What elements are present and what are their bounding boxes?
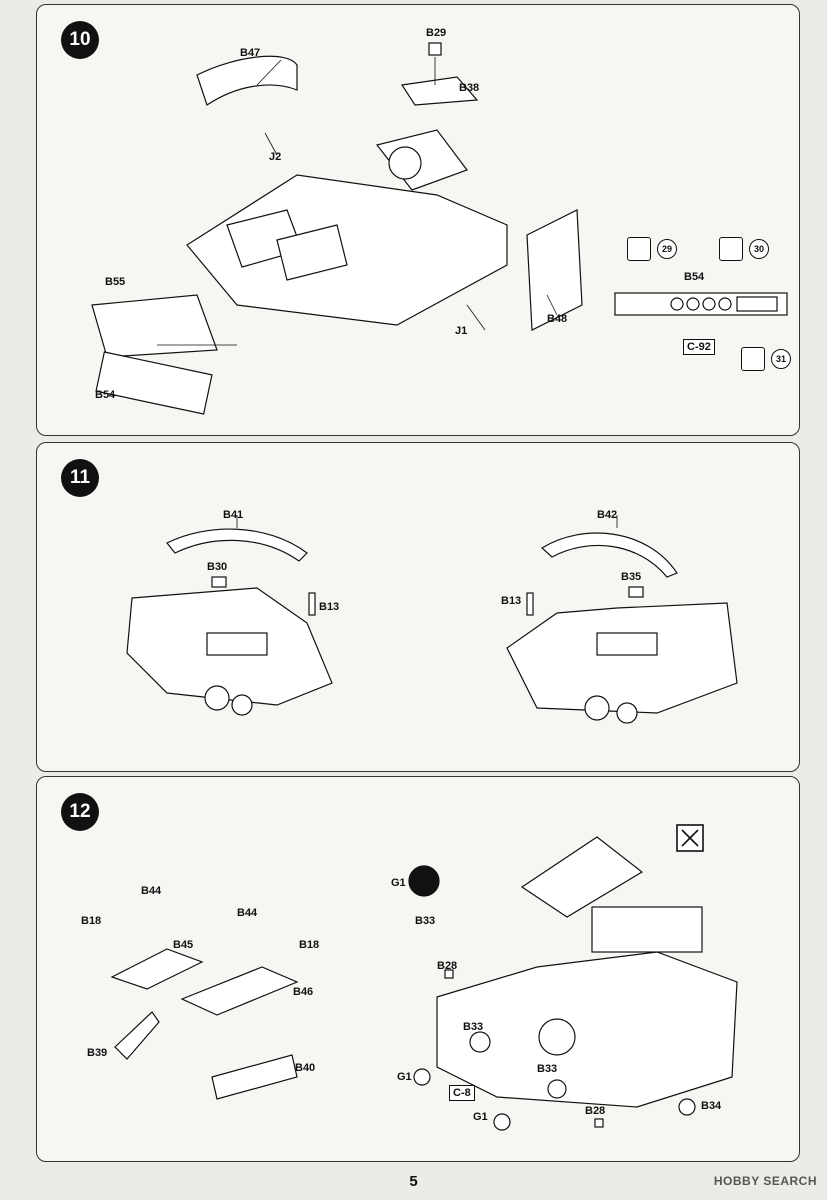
fender-b41 [166, 528, 308, 562]
label-b54: B54 [95, 389, 116, 401]
fender-b48 [526, 209, 583, 331]
part-g1-2 [493, 1113, 511, 1131]
label-b47: B47 [240, 47, 261, 59]
part-hood-panel [520, 836, 644, 918]
part-b38 [400, 76, 479, 106]
label-b18-mid: B18 [299, 939, 320, 951]
label-g1-top: G1 [391, 877, 406, 889]
part-b33-2 [547, 1079, 567, 1099]
paint-ref-29: 29 [657, 239, 677, 259]
part-b55 [91, 294, 218, 358]
label-b30: B30 [207, 561, 228, 573]
step-10-illustration [91, 42, 788, 415]
paint-ref-31: 31 [771, 349, 791, 369]
fender-b47 [196, 55, 298, 106]
label-b44-mid: B44 [237, 907, 258, 919]
step-11-panel: 11 B41 B30 B13 B42 B35 B13 [36, 442, 800, 772]
part-b54 [95, 351, 213, 415]
ref-box-c8: C-8 [449, 1085, 475, 1101]
label-b33-low: B33 [537, 1063, 558, 1075]
part-g1-large [408, 865, 440, 897]
label-b13-right: B13 [501, 595, 522, 607]
part-b35 [628, 586, 644, 598]
label-b41: B41 [223, 509, 244, 521]
label-b45: B45 [173, 939, 194, 951]
fan [388, 146, 422, 180]
vehicle-body [436, 951, 738, 1108]
label-b40: B40 [295, 1062, 316, 1074]
part-cowl [591, 906, 703, 953]
left-radiator [206, 632, 268, 656]
part-b29 [428, 42, 442, 56]
paint-brush-icon [719, 237, 743, 261]
part-b34 [678, 1098, 696, 1116]
label-b39: B39 [87, 1047, 108, 1059]
paint-ref-30: 30 [749, 239, 769, 259]
label-b46: B46 [293, 986, 314, 998]
label-b44-left: B44 [141, 885, 162, 897]
ref-box-c92: C-92 [683, 339, 715, 355]
label-b38: B38 [459, 82, 480, 94]
label-g1-low: G1 [473, 1111, 488, 1123]
label-b35: B35 [621, 571, 642, 583]
label-b34: B34 [701, 1100, 722, 1112]
part-g1-1 [413, 1068, 431, 1086]
part-b28-2 [594, 1118, 604, 1128]
label-b29: B29 [426, 27, 447, 39]
page-number: 5 [409, 1173, 418, 1190]
part-b45 [110, 948, 204, 990]
label-b42: B42 [597, 509, 618, 521]
part-b46 [180, 966, 299, 1016]
part-b13-left [308, 592, 316, 616]
label-b13-left: B13 [319, 601, 340, 613]
part-b30 [211, 576, 227, 588]
step-10-panel: 10 [36, 4, 800, 436]
right-radiator [596, 632, 658, 656]
label-b28-low: B28 [585, 1105, 606, 1117]
part-b40 [211, 1054, 298, 1100]
step-10-badge: 10 [61, 21, 99, 59]
label-j1: J1 [455, 325, 468, 337]
fender-b42 [541, 532, 678, 578]
label-b54-detail: B54 [684, 271, 705, 283]
step-11-illustration [126, 515, 738, 724]
label-b48: B48 [547, 313, 568, 325]
label-b55: B55 [105, 276, 126, 288]
label-j2: J2 [269, 151, 282, 163]
label-b18-left: B18 [81, 915, 102, 927]
watermark-logo: HOBBY SEARCH [713, 1174, 817, 1188]
label-b33-mid: B33 [463, 1021, 484, 1033]
label-b33-top: B33 [415, 915, 436, 927]
part-b39 [114, 1011, 160, 1060]
seat-right [276, 224, 348, 281]
part-b28-1 [444, 969, 454, 979]
paint-brush-icon [627, 237, 651, 261]
step-12-badge: 12 [61, 793, 99, 831]
paint-brush-icon [741, 347, 765, 371]
label-g1-mid: G1 [397, 1071, 412, 1083]
label-b28-top: B28 [437, 960, 458, 972]
chassis-body [186, 174, 508, 326]
step-12-illustration [110, 824, 738, 1131]
step-12-panel: 12 [36, 776, 800, 1162]
part-b13-right [526, 592, 534, 616]
right-chassis [506, 602, 738, 714]
part-b33-1 [469, 1031, 491, 1053]
step-11-badge: 11 [61, 459, 99, 497]
winch [538, 1018, 576, 1056]
